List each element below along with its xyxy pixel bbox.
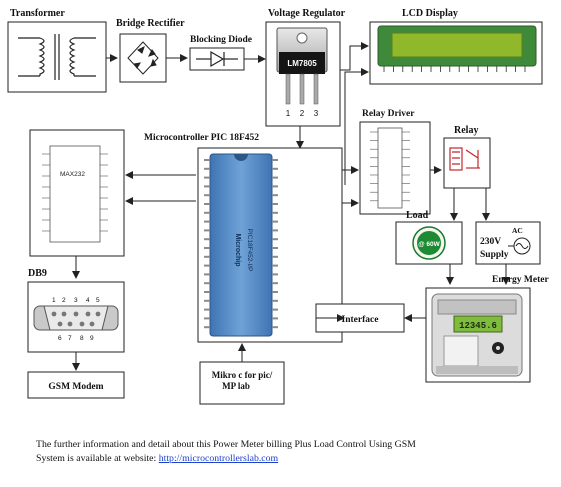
pic-chip-icon: PIC18F452-I/P Microchip bbox=[204, 153, 278, 337]
svg-text:6: 6 bbox=[58, 335, 62, 342]
lm7805-icon: LM7805 1 2 3 bbox=[276, 27, 328, 118]
relay-icon bbox=[449, 147, 480, 171]
mikro-label-line1: Mikro c for pic/ bbox=[212, 370, 273, 380]
max232-text: MAX232 bbox=[60, 171, 85, 178]
pic-part-text: PIC18F452-I/P bbox=[246, 229, 253, 272]
bridge-rectifier-block bbox=[119, 33, 167, 83]
bridge-rectifier-icon bbox=[127, 41, 159, 75]
pin-1-label: 1 bbox=[286, 109, 291, 118]
relay-driver-block bbox=[359, 121, 431, 215]
blocking-diode-label: Blocking Diode bbox=[190, 35, 252, 45]
load-label: Load bbox=[406, 210, 429, 221]
load-badge-text: @ 60W bbox=[418, 241, 440, 248]
meter-reading-text: 12345.6 bbox=[459, 321, 497, 331]
relay-label: Relay bbox=[454, 125, 478, 136]
energy-meter-icon: 12345.6 bbox=[431, 293, 523, 377]
relay-driver-label: Relay Driver bbox=[362, 109, 415, 119]
svg-text:4: 4 bbox=[86, 297, 90, 304]
supply-word-label: Supply bbox=[480, 250, 509, 260]
bridge-rectifier-label: Bridge Rectifier bbox=[116, 18, 185, 29]
microcontroller-block: PIC18F452-I/P Microchip bbox=[197, 147, 343, 343]
footer-line-1: The further information and detail about… bbox=[36, 439, 416, 450]
load-block: @ 60W bbox=[395, 221, 463, 265]
pin-2-label: 2 bbox=[300, 109, 305, 118]
svg-text:7: 7 bbox=[68, 335, 72, 342]
gsm-modem-label: GSM Modem bbox=[48, 382, 103, 392]
pic-brand-text: Microchip bbox=[234, 233, 241, 266]
microcontroller-label: Microcontroller PIC 18F452 bbox=[144, 133, 259, 143]
footer-line-2-prefix: System is available at website: bbox=[36, 453, 159, 464]
lcd-pins bbox=[383, 66, 526, 72]
diode-icon bbox=[196, 50, 238, 68]
db9-label: DB9 bbox=[28, 268, 47, 279]
transformer-block bbox=[7, 21, 107, 93]
svg-text:5: 5 bbox=[96, 297, 100, 304]
transformer-label: Transformer bbox=[10, 8, 65, 19]
energy-meter-block: 12345.6 bbox=[425, 287, 531, 383]
voltage-regulator-label: Voltage Regulator bbox=[268, 8, 346, 19]
supply-voltage-label: 230V bbox=[480, 237, 501, 247]
max232-block: MAX232 bbox=[29, 129, 125, 257]
pin-3-label: 3 bbox=[314, 109, 319, 118]
voltage-regulator-block: LM7805 1 2 3 bbox=[265, 21, 341, 127]
ac-source-icon bbox=[508, 237, 531, 255]
supply-ac-label: AC bbox=[512, 226, 523, 235]
blocking-diode-block bbox=[189, 47, 245, 71]
mikro-c-block: Mikro c for pic/ MP lab bbox=[199, 361, 285, 405]
lcd-display-block bbox=[369, 21, 543, 85]
relay-block bbox=[443, 137, 491, 189]
max232-pins bbox=[42, 153, 108, 232]
svg-text:8: 8 bbox=[80, 335, 84, 342]
svg-text:1: 1 bbox=[52, 297, 56, 304]
footer-link[interactable]: http://microcontrollerslab.com bbox=[159, 453, 279, 464]
footer-line-2: System is available at website: http://m… bbox=[36, 453, 279, 464]
svg-text:9: 9 bbox=[90, 335, 94, 342]
svg-text:3: 3 bbox=[74, 297, 78, 304]
mikro-label-line2: MP lab bbox=[222, 381, 250, 391]
energy-meter-label: Energy Meter bbox=[492, 275, 549, 285]
transformer-icon bbox=[18, 34, 96, 80]
interface-label: Interface bbox=[342, 315, 379, 325]
ac-supply-block: 230V Supply AC bbox=[475, 221, 541, 265]
gsm-modem-block: GSM Modem bbox=[27, 371, 125, 399]
lcd-display-label: LCD Display bbox=[402, 8, 458, 19]
load-bulb-icon: @ 60W bbox=[412, 226, 446, 260]
lm7805-text: LM7805 bbox=[287, 59, 317, 68]
svg-text:2: 2 bbox=[62, 297, 66, 304]
